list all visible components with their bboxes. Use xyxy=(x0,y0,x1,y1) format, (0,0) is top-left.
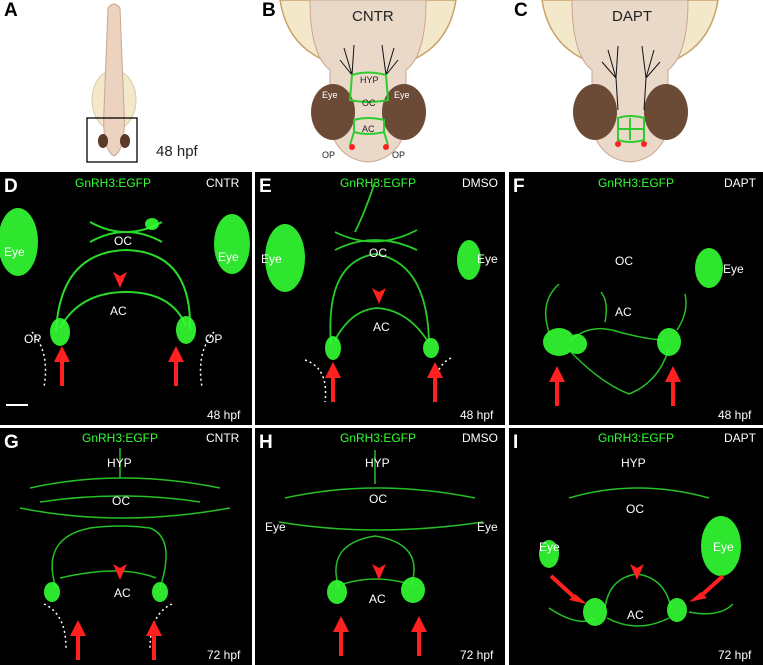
ac-label-i: AC xyxy=(627,608,644,622)
panel-b-oc: OC xyxy=(362,98,376,108)
oc-label-f: OC xyxy=(615,254,633,268)
stage-label-i: 72 hpf xyxy=(718,648,752,662)
zoom-box xyxy=(86,117,138,163)
panel-b-hyp: HYP xyxy=(360,75,379,85)
panel-b-title: CNTR xyxy=(352,8,394,25)
head-schematic-cntr xyxy=(270,0,460,170)
panel-b-op-right: OP xyxy=(392,150,406,160)
oc-label-d: OC xyxy=(114,234,132,248)
head-schematic-dapt xyxy=(532,0,722,170)
panel-letter-h: H xyxy=(259,432,273,453)
condition-label-h: DMSO xyxy=(462,431,498,445)
condition-label-f: DAPT xyxy=(724,176,757,190)
ac-label-h: AC xyxy=(369,592,386,606)
micrograph-d: GnRH3:EGFP CNTR Eye Eye OC AC OP OP 48 h… xyxy=(0,172,252,425)
gfp-image-f xyxy=(543,248,723,406)
gfp-image-i xyxy=(539,487,741,627)
eye-label-e-right: Eye xyxy=(477,252,498,266)
stage-label-f: 48 hpf xyxy=(718,408,752,422)
panel-letter-b: B xyxy=(262,0,276,21)
marker-label-i: GnRH3:EGFP xyxy=(598,431,675,445)
hyp-label-h: HYP xyxy=(365,456,390,470)
micrograph-f: GnRH3:EGFP DAPT OC Eye AC 48 hpf xyxy=(509,172,763,425)
eye-label-h-right: Eye xyxy=(477,520,498,534)
panel-b-op-left: OP xyxy=(322,150,336,160)
marker-label-e: GnRH3:EGFP xyxy=(340,176,417,190)
micrograph-e: GnRH3:EGFP DMSO Eye Eye OC AC 48 hpf xyxy=(255,172,505,425)
condition-label-d: CNTR xyxy=(206,176,240,190)
eye-label-d-left: Eye xyxy=(4,245,25,259)
oc-label-g: OC xyxy=(112,494,130,508)
larva-drawing xyxy=(86,3,138,163)
op-label-d-right: OP xyxy=(205,332,223,346)
gfp-image-d xyxy=(0,208,250,406)
panel-letter-e: E xyxy=(259,176,272,197)
condition-label-e: DMSO xyxy=(462,176,498,190)
panel-c-title: DAPT xyxy=(612,8,653,25)
panel-b-ac: AC xyxy=(362,124,375,134)
eye-label-h-left: Eye xyxy=(265,520,286,534)
condition-label-g: CNTR xyxy=(206,431,240,445)
hyp-label-g: HYP xyxy=(107,456,132,470)
marker-label-d: GnRH3:EGFP xyxy=(75,176,152,190)
panel-letter-d: D xyxy=(4,176,18,197)
oc-label-i: OC xyxy=(626,502,644,516)
ac-label-g: AC xyxy=(114,586,131,600)
panel-b-eye-left: Eye xyxy=(322,90,338,100)
panel-letter-f: F xyxy=(513,176,525,197)
gfp-image-h xyxy=(278,450,484,656)
gfp-image-g xyxy=(19,448,231,660)
stage-label-h: 72 hpf xyxy=(460,648,494,662)
micrograph-h: GnRH3:EGFP DMSO HYP OC Eye Eye AC 72 hpf xyxy=(255,428,505,665)
larva-schematic xyxy=(0,0,240,170)
eye-label-f-right: Eye xyxy=(723,262,744,276)
marker-label-g: GnRH3:EGFP xyxy=(82,431,159,445)
marker-label-f: GnRH3:EGFP xyxy=(598,176,675,190)
panel-letter-i: I xyxy=(513,432,519,453)
stage-label-g: 72 hpf xyxy=(207,648,241,662)
ac-label-e: AC xyxy=(373,320,390,334)
panel-letter-c: C xyxy=(514,0,528,21)
oc-label-e: OC xyxy=(369,246,387,260)
panel-b-eye-right: Eye xyxy=(394,90,410,100)
panel-a-stage: 48 hpf xyxy=(156,143,198,160)
condition-label-i: DAPT xyxy=(724,431,757,445)
ac-label-f: AC xyxy=(615,305,632,319)
stage-label-e: 48 hpf xyxy=(460,408,494,422)
gfp-image-e xyxy=(265,181,481,403)
panel-letter-g: G xyxy=(4,432,19,453)
hyp-label-i: HYP xyxy=(621,456,646,470)
marker-label-h: GnRH3:EGFP xyxy=(340,431,417,445)
eye-label-e-left: Eye xyxy=(261,252,282,266)
panel-letter-a: A xyxy=(4,0,18,21)
eye-label-i-right: Eye xyxy=(713,540,734,554)
ac-label-d: AC xyxy=(110,304,127,318)
stage-label-d: 48 hpf xyxy=(207,408,241,422)
eye-label-d-right: Eye xyxy=(218,250,239,264)
eye-label-i-left: Eye xyxy=(539,540,560,554)
micrograph-g: GnRH3:EGFP CNTR HYP OC AC 72 hpf xyxy=(0,428,252,665)
op-label-d-left: OP xyxy=(24,332,42,346)
oc-label-h: OC xyxy=(369,492,387,506)
micrograph-i: GnRH3:EGFP DAPT HYP OC Eye Eye AC 72 hpf xyxy=(509,428,763,665)
